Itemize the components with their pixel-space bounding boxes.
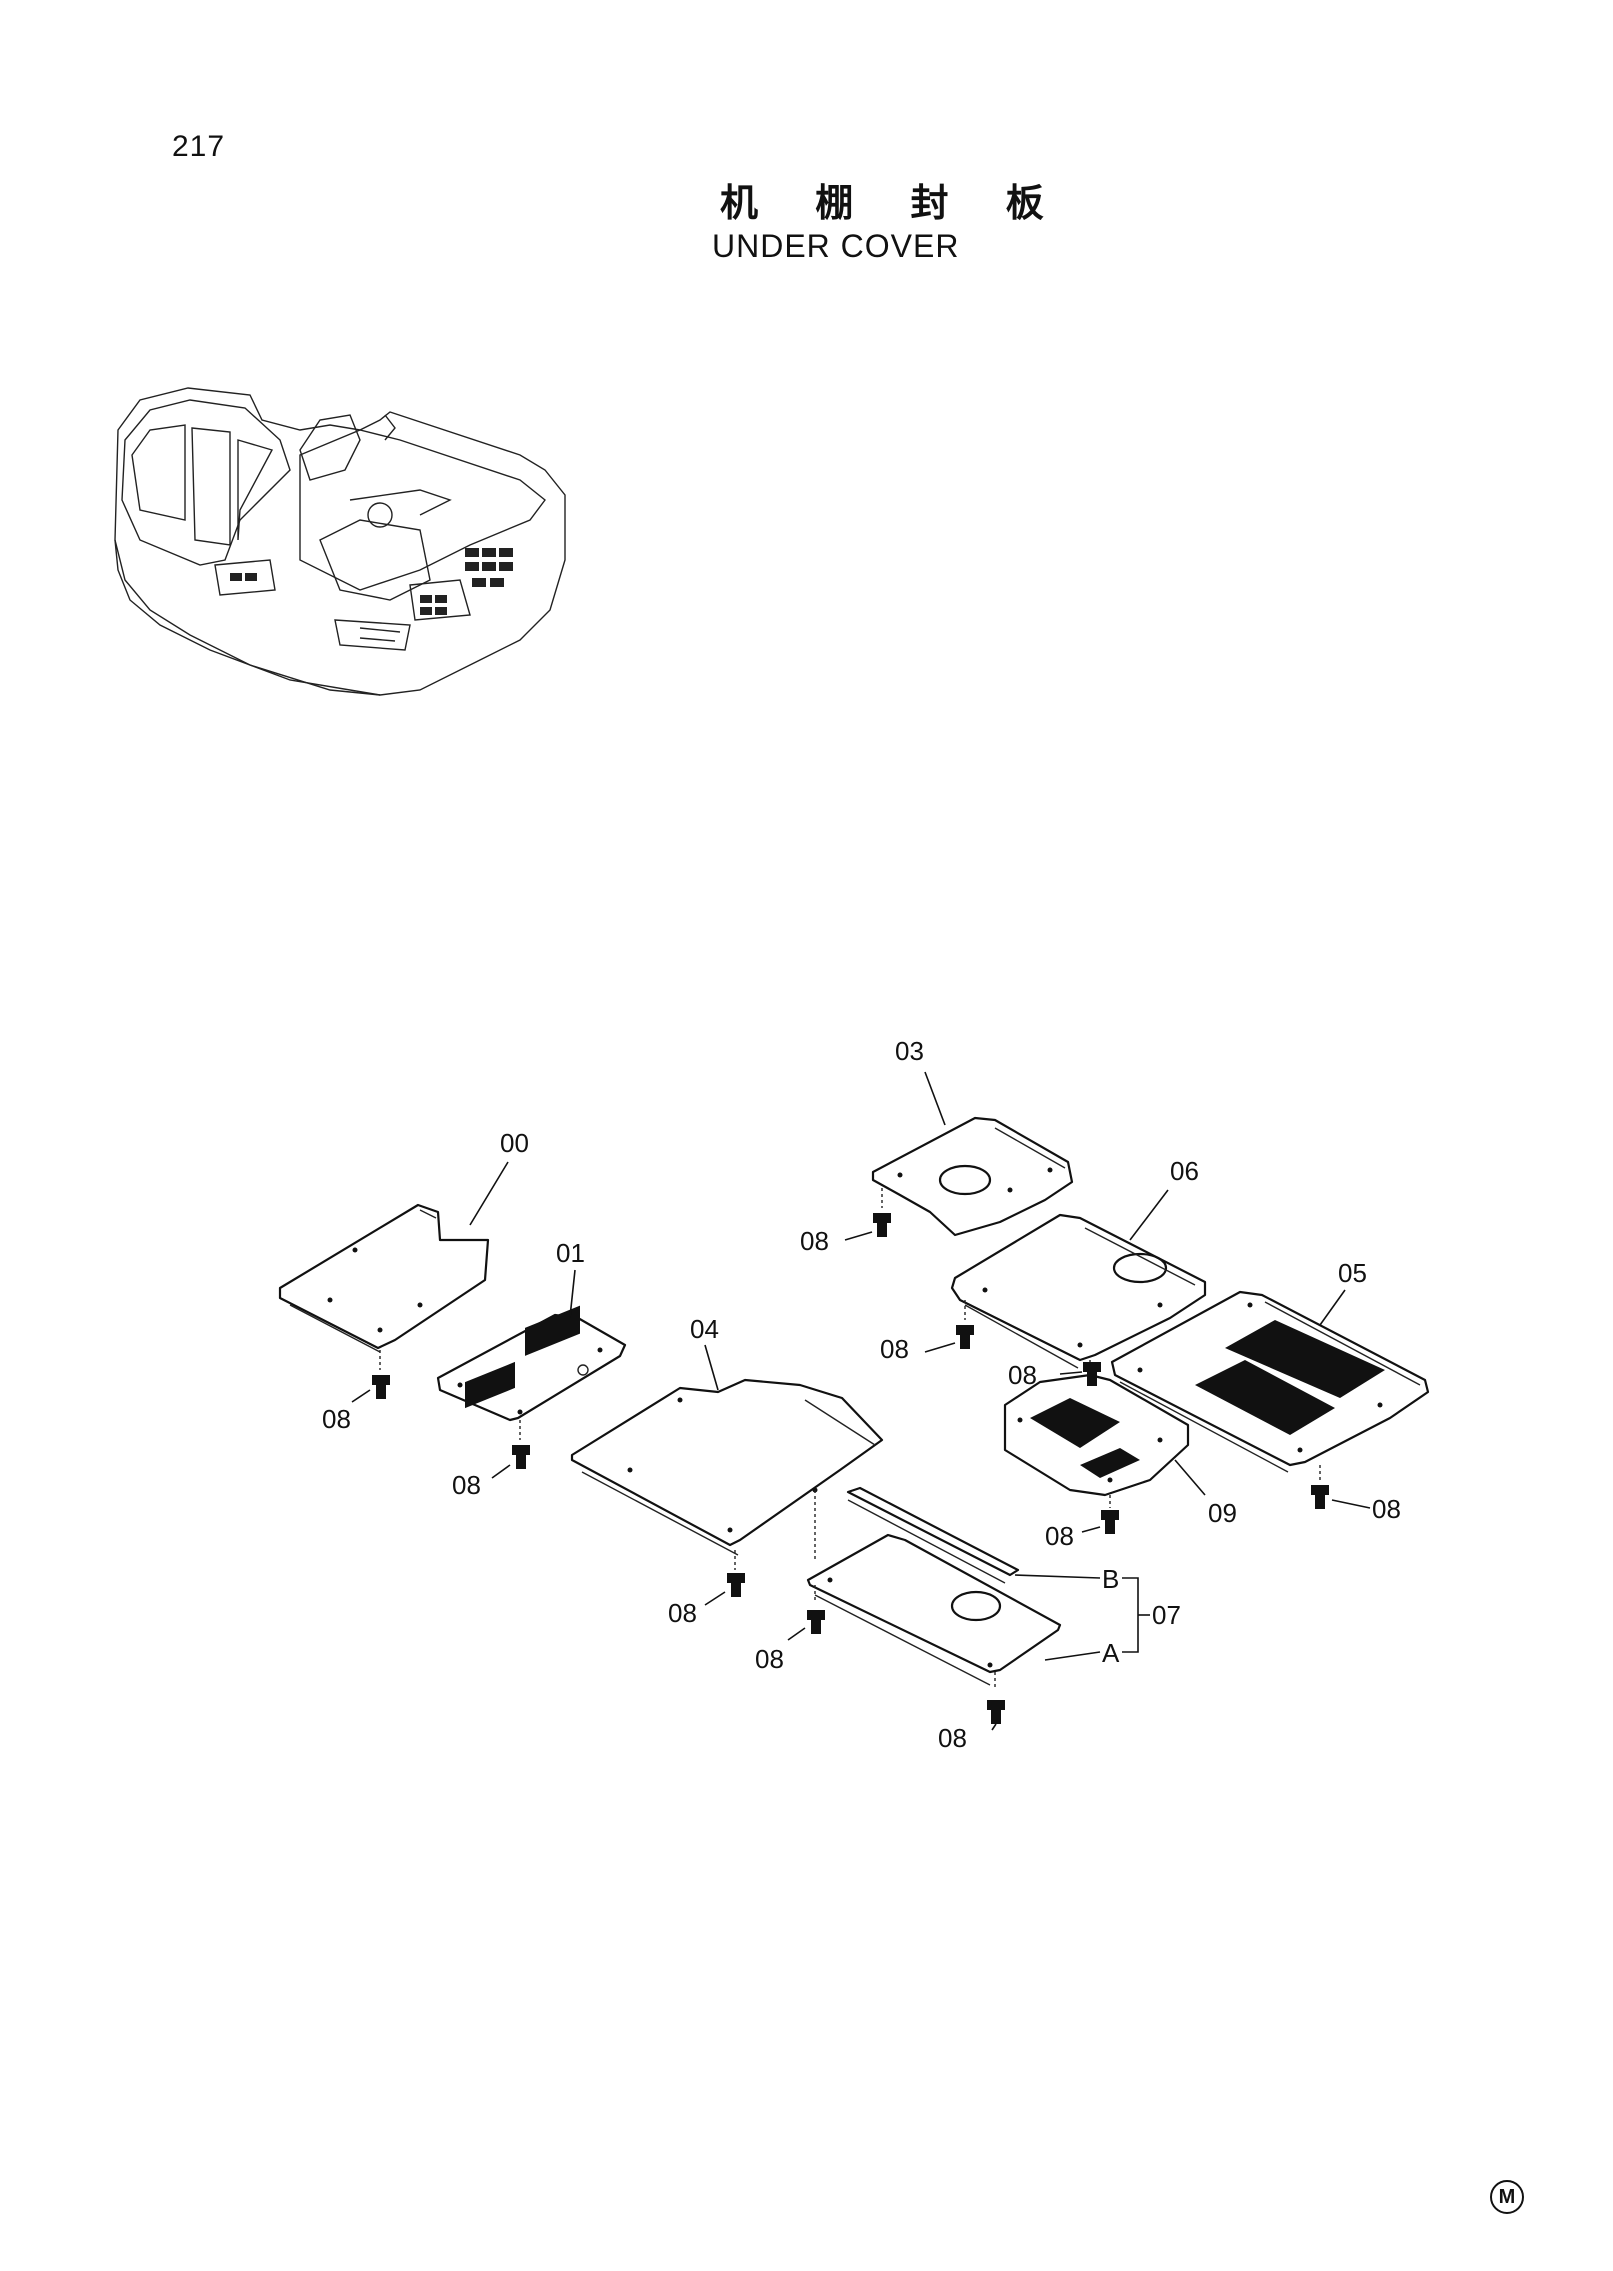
callout-08-c: 08	[668, 1598, 697, 1628]
bolt-08-e: 08	[938, 1700, 1005, 1753]
callout-08-d: 08	[755, 1644, 784, 1674]
callout-07-a: A	[1102, 1638, 1120, 1668]
callout-00: 00	[500, 1128, 529, 1158]
callout-08-g: 08	[880, 1334, 909, 1364]
part-09: 09	[1003, 1373, 1237, 1528]
callout-08-a: 08	[322, 1404, 351, 1434]
bolt-08-j: 08	[1045, 1510, 1119, 1551]
bolt-08-f: 08	[800, 1213, 891, 1256]
part-03: 03	[871, 1036, 1074, 1237]
callout-08-b: 08	[452, 1470, 481, 1500]
bolt-08-a: 08	[322, 1375, 390, 1434]
callout-06: 06	[1170, 1156, 1199, 1186]
part-04: 04	[570, 1314, 884, 1570]
bolt-08-h: 08	[1008, 1360, 1101, 1390]
title-chinese: 机 棚 封 板	[720, 181, 1066, 225]
callout-03: 03	[895, 1036, 924, 1066]
registered-mark-icon: M	[1490, 2180, 1524, 2214]
callout-08-h: 08	[1008, 1360, 1037, 1390]
part-00: 00	[278, 1128, 529, 1370]
title-english: UNDER COVER	[712, 228, 960, 264]
callout-09: 09	[1208, 1498, 1237, 1528]
callout-07: 07	[1152, 1600, 1181, 1630]
bolt-08-d: 08	[755, 1610, 825, 1674]
callout-07-b: B	[1102, 1564, 1119, 1594]
part-05: 05	[1110, 1258, 1430, 1480]
part-07: B A 07	[806, 1486, 1181, 1690]
callout-05: 05	[1338, 1258, 1367, 1288]
page-number: 217	[172, 130, 226, 163]
callout-04: 04	[690, 1314, 719, 1344]
callout-01: 01	[556, 1238, 585, 1268]
part-06: 06	[950, 1156, 1207, 1375]
bolt-08-i: 08	[1311, 1485, 1401, 1524]
part-01: 01	[436, 1238, 627, 1440]
callout-08-i: 08	[1372, 1494, 1401, 1524]
callout-08-e: 08	[938, 1723, 967, 1753]
bolt-08-b: 08	[452, 1445, 530, 1500]
machine-overview-sketch	[114, 387, 566, 696]
callout-08-f: 08	[800, 1226, 829, 1256]
bolt-08-g: 08	[880, 1325, 974, 1364]
bolt-08-c: 08	[668, 1573, 745, 1628]
callout-08-j: 08	[1045, 1521, 1074, 1551]
